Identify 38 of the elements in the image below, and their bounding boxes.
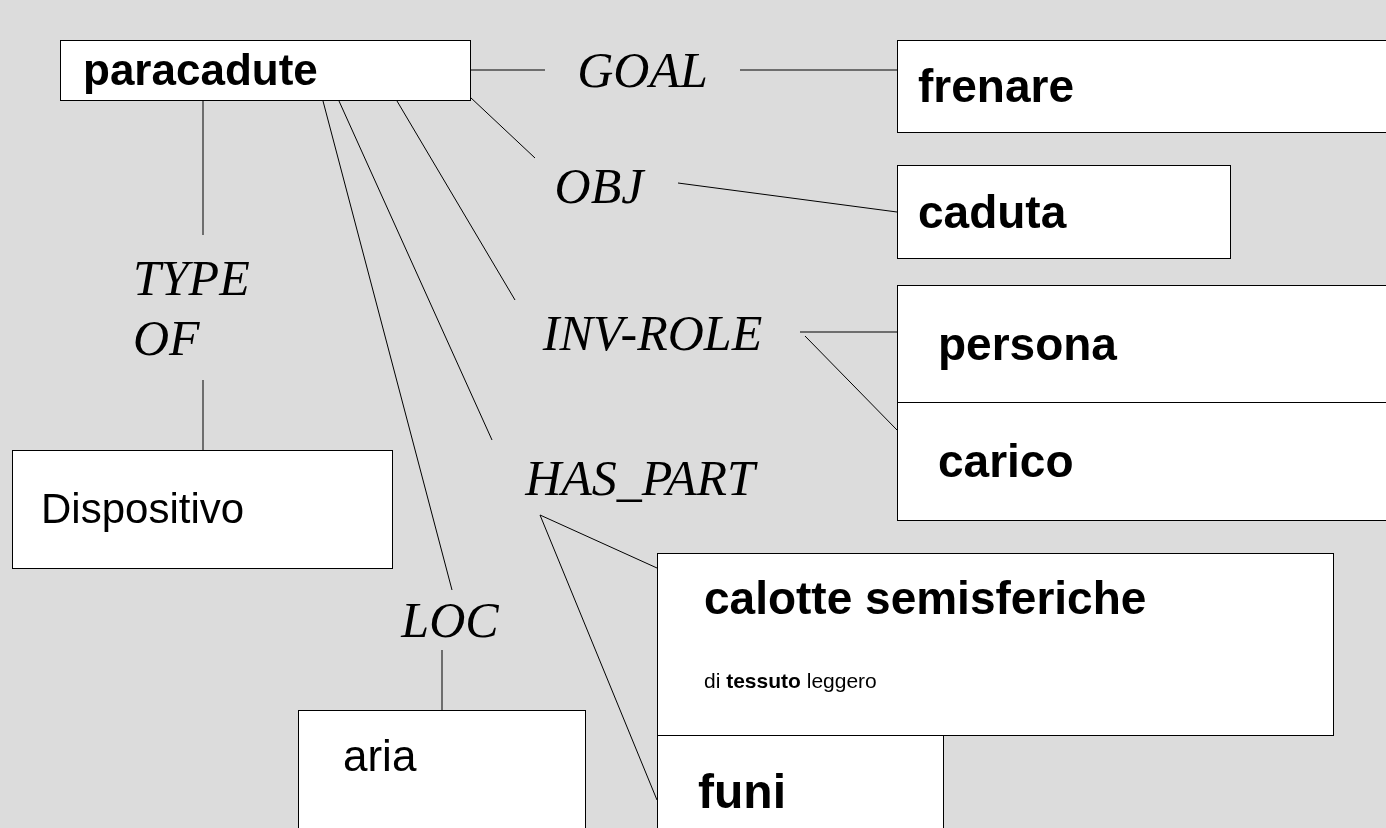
concept-name: aria <box>343 731 418 782</box>
concept-name: caduta <box>918 185 1068 239</box>
concept-box <box>897 285 1386 403</box>
connector-line <box>677 182 898 213</box>
concept-box <box>897 165 1231 259</box>
connector-line <box>202 379 204 451</box>
connector-line <box>539 514 658 569</box>
concept-description: di tessuto leggero <box>704 668 878 694</box>
concept-name: paracadute <box>83 45 319 96</box>
concept-box <box>298 710 586 828</box>
concept-box <box>12 450 393 569</box>
concept-name: frenare <box>918 60 1075 113</box>
connector-line <box>799 331 898 333</box>
concept-box <box>897 40 1386 133</box>
connector-line <box>469 96 536 159</box>
concept-name: calotte semisferiche <box>704 572 1148 625</box>
connector-line <box>804 335 898 431</box>
relation-label: TYPE OF <box>133 248 251 368</box>
relation-label: GOAL <box>577 41 708 100</box>
relation-label: OBJ <box>554 157 644 216</box>
concept-box <box>657 735 944 828</box>
concept-box <box>60 40 471 101</box>
connector-line <box>338 100 493 441</box>
concept-name: persona <box>938 317 1118 371</box>
concept-name: funi <box>698 764 787 820</box>
relation-label: INV-ROLE <box>542 303 763 363</box>
concept-name: Dispositivo <box>41 485 246 534</box>
connector-line <box>469 69 546 71</box>
connector-line <box>739 69 898 71</box>
concept-box <box>897 402 1386 521</box>
concept-name: carico <box>938 435 1075 488</box>
connector-line <box>322 100 453 591</box>
connector-line <box>202 100 204 236</box>
connector-line <box>441 649 443 711</box>
connector-line <box>539 514 658 801</box>
relation-label: LOC <box>401 591 499 650</box>
concept-box <box>657 553 1334 736</box>
connector-line <box>396 100 516 301</box>
